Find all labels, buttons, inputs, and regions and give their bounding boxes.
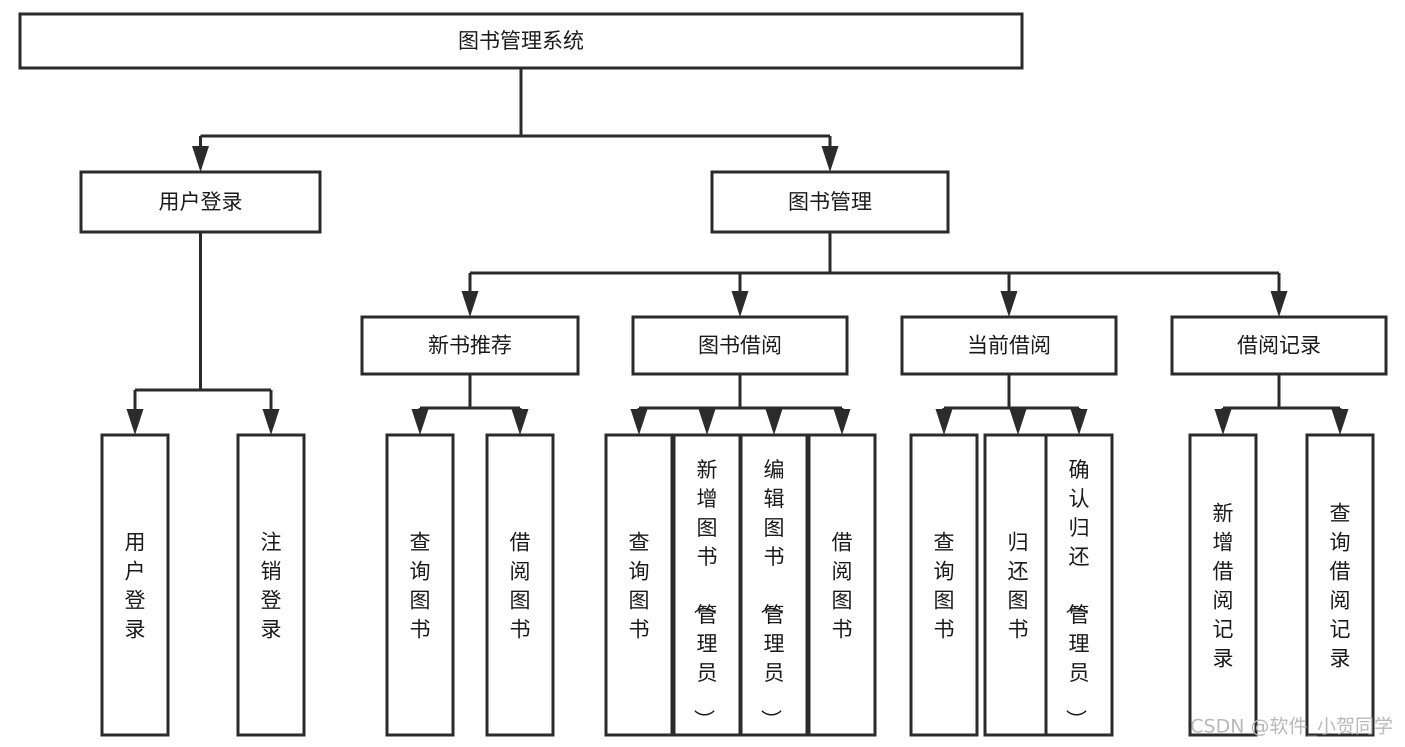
connector-group-current-borrow (935, 374, 1088, 435)
node-leaf-query-record[interactable]: 查询借阅记录 (1305, 433, 1375, 737)
node-book-borrow[interactable]: 图书借阅 (631, 315, 849, 376)
node-label: 查询图书 (934, 531, 955, 642)
node-box[interactable] (983, 433, 1053, 737)
connector-group-book-manage (461, 232, 1288, 317)
node-box[interactable] (1305, 433, 1375, 737)
arrow-head-icon (411, 409, 429, 435)
node-box[interactable] (1044, 433, 1114, 737)
node-leaf-add-record[interactable]: 新增借阅记录 (1188, 433, 1258, 737)
node-new-book-rec[interactable]: 新书推荐 (360, 315, 580, 376)
arrow-head-icon (192, 146, 209, 172)
arrow-head-icon (511, 409, 529, 435)
node-box[interactable] (1188, 433, 1258, 737)
arrow-head-icon (935, 409, 953, 435)
node-box[interactable] (631, 315, 849, 376)
node-current-borrow[interactable]: 当前借阅 (900, 315, 1118, 376)
node-book-manage[interactable]: 图书管理 (710, 170, 950, 234)
node-box[interactable] (900, 315, 1118, 376)
node-box[interactable] (1170, 315, 1388, 376)
node-label: 图书管理 (788, 190, 872, 214)
arrow-head-icon (731, 291, 749, 317)
node-label: 新增图书（管理员） (692, 458, 718, 730)
node-leaf-user-login[interactable]: 用户登录 (100, 433, 170, 737)
node-borrow-record[interactable]: 借阅记录 (1170, 315, 1388, 376)
node-layer: 图书管理系统用户登录图书管理新书推荐图书借阅当前借阅借阅记录用户登录注销登录查询… (18, 12, 1388, 737)
node-label: 借阅记录 (1237, 334, 1321, 358)
node-label: 借阅图书 (832, 531, 853, 642)
arrow-head-icon (1000, 291, 1018, 317)
node-box[interactable] (360, 315, 580, 376)
node-leaf-logout[interactable]: 注销登录 (236, 433, 306, 737)
connector-group-book-borrow (630, 374, 851, 435)
arrow-head-icon (461, 291, 479, 317)
connector-group-root (192, 68, 839, 172)
node-box[interactable] (807, 433, 877, 737)
node-label: 查询图书 (629, 531, 650, 642)
arrow-head-icon (698, 409, 716, 435)
node-label: 新增借阅记录 (1213, 502, 1234, 671)
connector-group-user-login (126, 232, 280, 435)
node-label: 注销登录 (261, 531, 282, 642)
node-label: 编辑图书（管理员） (759, 458, 785, 730)
node-label: 用户登录 (125, 531, 146, 642)
node-box[interactable] (909, 433, 979, 737)
arrow-head-icon (1070, 409, 1088, 435)
node-label: 借阅图书 (510, 531, 531, 642)
node-box[interactable] (739, 433, 809, 737)
connector-group-new-book-rec (411, 374, 529, 435)
node-label: 当前借阅 (967, 334, 1051, 358)
csdn-watermark: CSDN @软件_小贺同学 (1190, 716, 1393, 738)
node-box[interactable] (18, 12, 1024, 70)
node-label: 归还图书 (1008, 531, 1029, 642)
arrow-head-icon (1270, 291, 1288, 317)
node-label: 确认归还（管理员） (1064, 458, 1090, 730)
node-box[interactable] (385, 433, 455, 737)
connector-group-borrow-record (1214, 374, 1349, 435)
node-box[interactable] (604, 433, 674, 737)
node-box[interactable] (79, 170, 322, 234)
node-box[interactable] (672, 433, 742, 737)
arrow-head-icon (833, 409, 851, 435)
arrow-head-icon (1214, 409, 1232, 435)
node-leaf-borrow-book-2[interactable]: 借阅图书 (807, 433, 877, 737)
node-leaf-edit-book[interactable]: 编辑图书（管理员） (739, 433, 809, 737)
node-label: 新书推荐 (428, 334, 512, 358)
node-leaf-query-book-2[interactable]: 查询图书 (604, 433, 674, 737)
arrow-head-icon (126, 409, 144, 435)
node-label: 图书借阅 (698, 334, 782, 358)
arrow-head-icon (1009, 409, 1027, 435)
node-leaf-query-book-1[interactable]: 查询图书 (385, 433, 455, 737)
arrow-head-icon (1331, 409, 1349, 435)
node-box[interactable] (710, 170, 950, 234)
node-leaf-add-book[interactable]: 新增图书（管理员） (672, 433, 742, 737)
node-label: 图书管理系统 (458, 29, 584, 53)
arrow-head-icon (630, 409, 648, 435)
node-label: 用户登录 (159, 190, 243, 214)
arrow-head-icon (262, 409, 280, 435)
node-box[interactable] (236, 433, 306, 737)
arrow-head-icon (765, 409, 783, 435)
arrow-head-icon (821, 146, 839, 172)
node-root[interactable]: 图书管理系统 (18, 12, 1024, 70)
connector-layer (126, 68, 1349, 435)
node-label: 查询图书 (410, 531, 431, 642)
node-leaf-confirm-return[interactable]: 确认归还（管理员） (1044, 433, 1114, 737)
node-leaf-query-book-3[interactable]: 查询图书 (909, 433, 979, 737)
node-box[interactable] (100, 433, 170, 737)
node-label: 查询借阅记录 (1330, 502, 1351, 671)
node-leaf-return-book[interactable]: 归还图书 (983, 433, 1053, 737)
node-box[interactable] (485, 433, 555, 737)
node-leaf-borrow-book-1[interactable]: 借阅图书 (485, 433, 555, 737)
node-user-login[interactable]: 用户登录 (79, 170, 322, 234)
